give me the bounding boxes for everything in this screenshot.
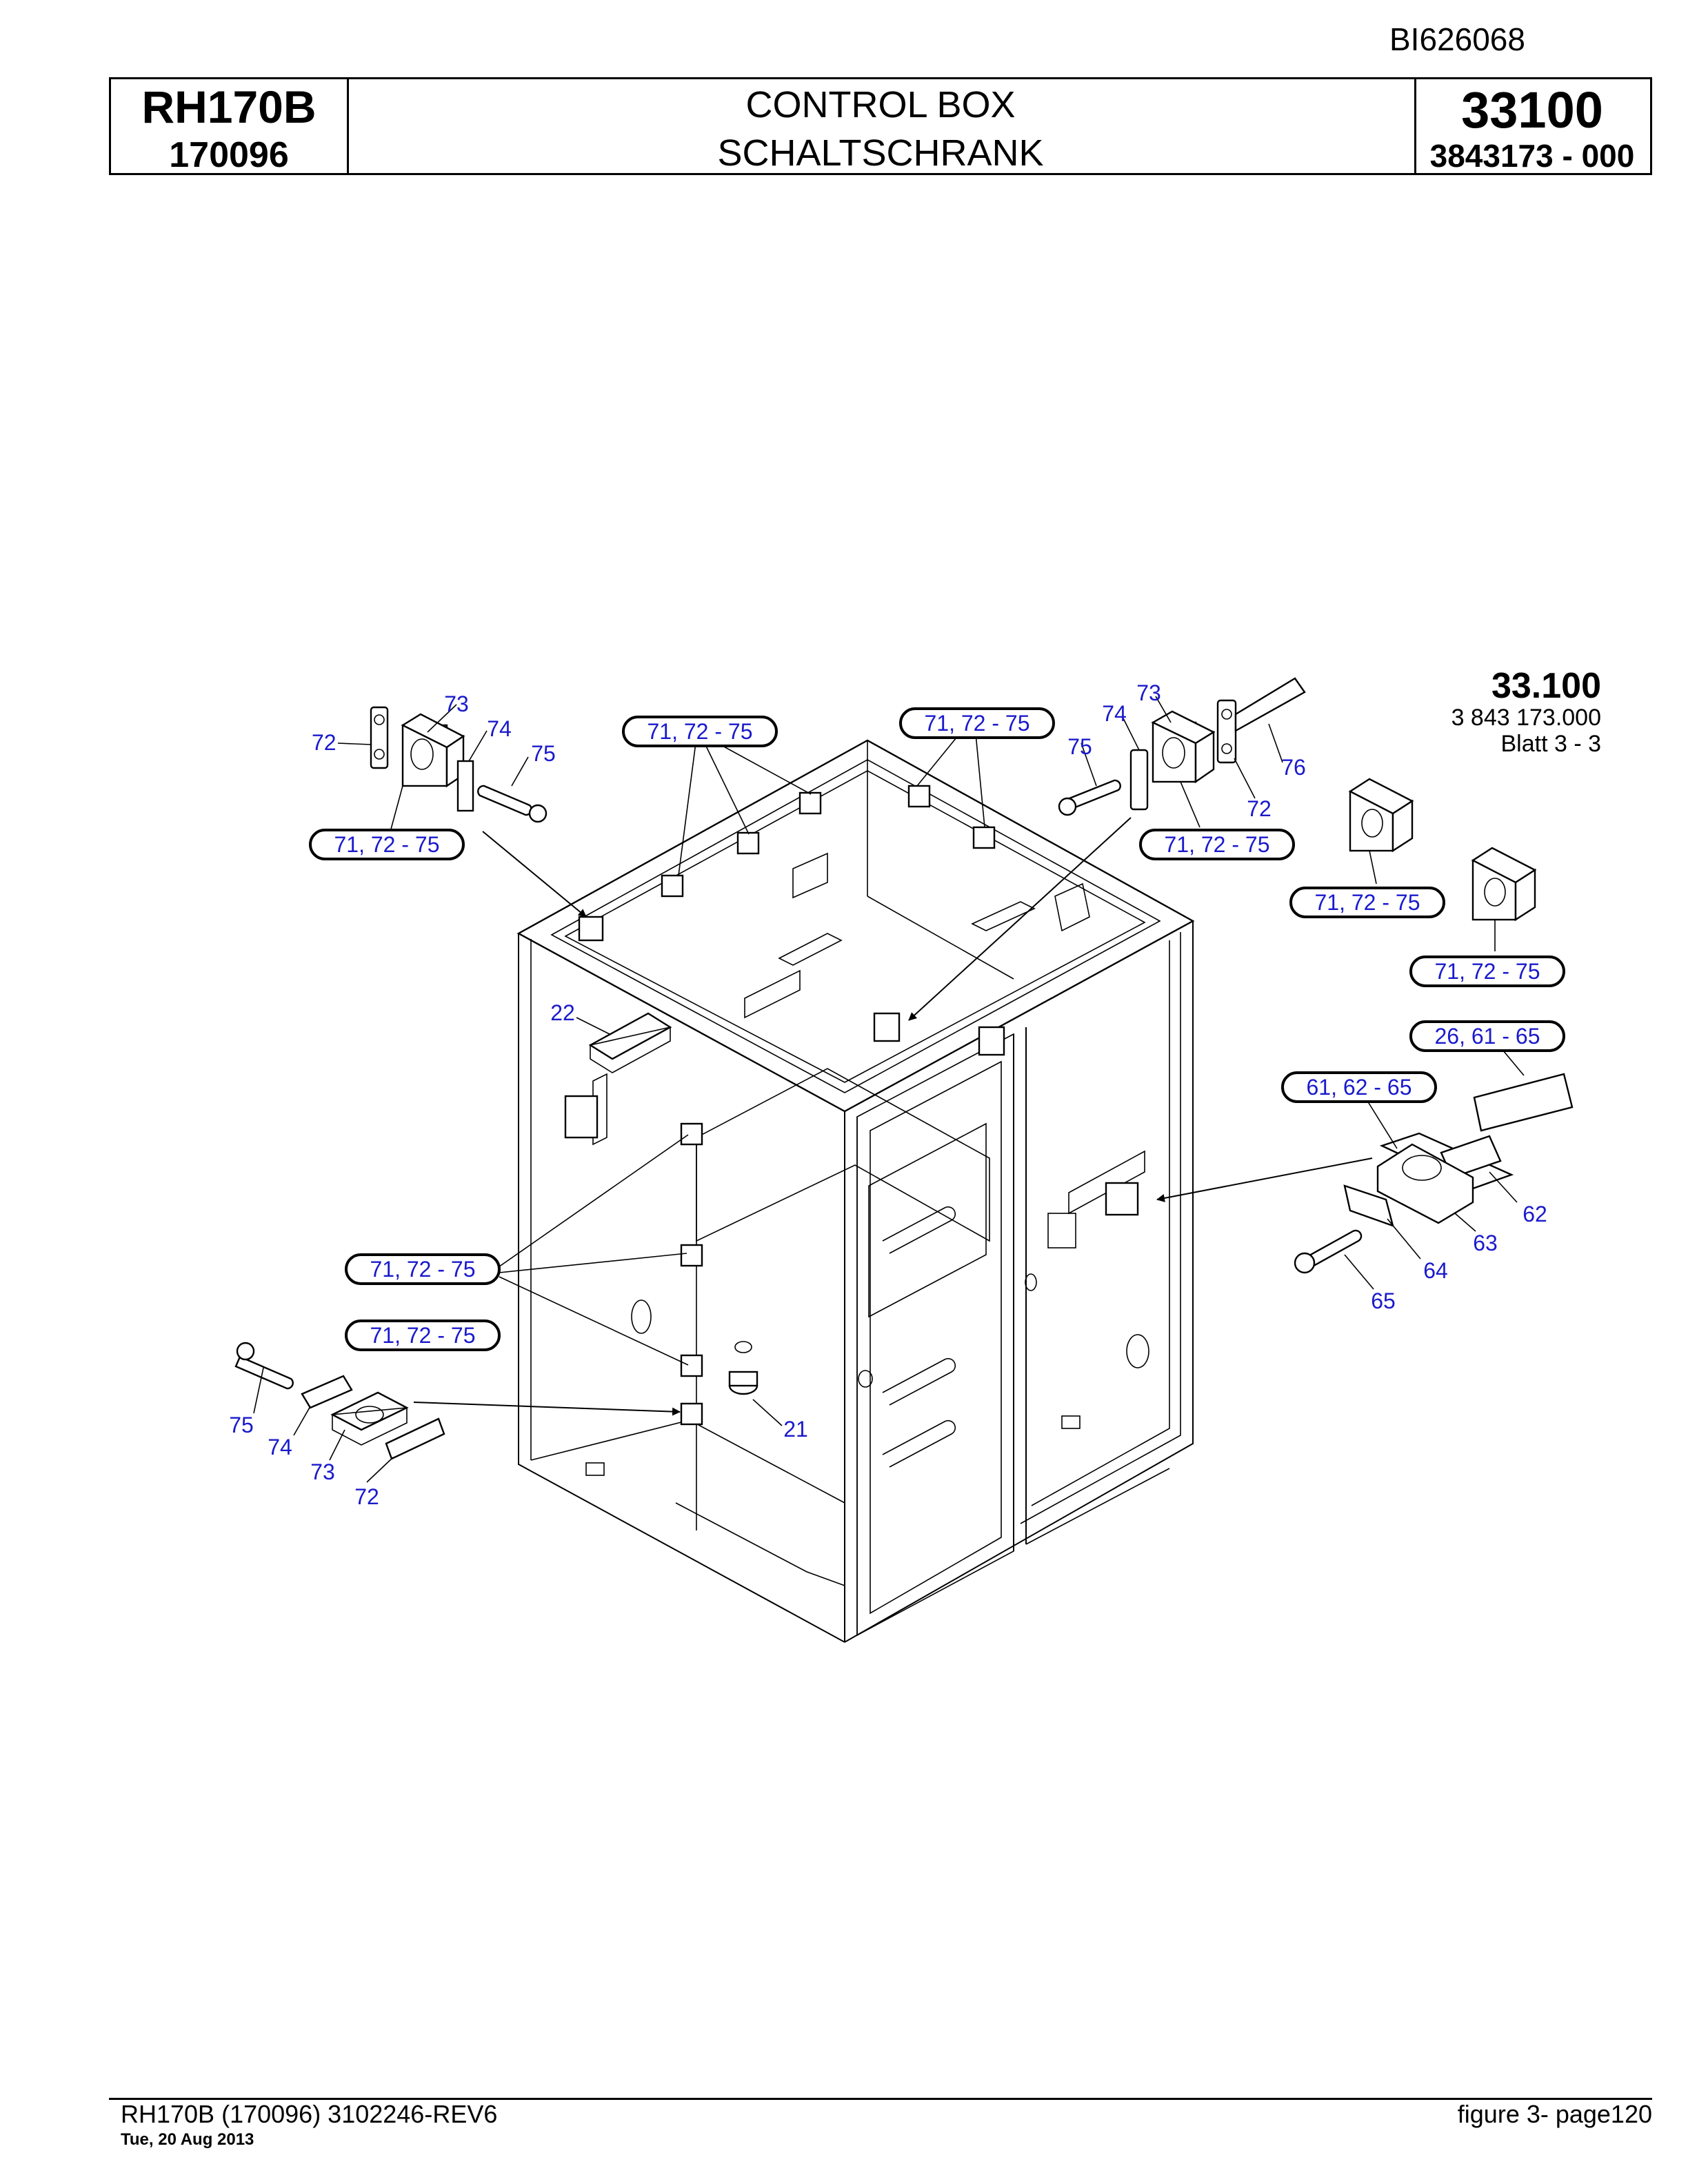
- model-cell: RH170B 170096: [111, 79, 349, 175]
- callout-text: 71, 72 - 75: [370, 1257, 476, 1282]
- callout-top-right: [899, 707, 1055, 739]
- hinge-block-right-1: [1348, 778, 1414, 853]
- callout-text: 71, 72 - 75: [370, 1323, 476, 1348]
- callout-right-block-2: [1409, 956, 1565, 987]
- label-75: 75: [229, 1413, 254, 1437]
- footer-divider: [109, 2098, 1652, 2100]
- group-number: 33100: [1461, 81, 1603, 139]
- callout-texts: 71, 72 - 75 71, 72 - 75 71, 72 - 75 71, …: [334, 711, 1540, 1348]
- control-box-exploded-diagram: 33.100 3 843 173.000 Blatt 3 - 3: [229, 666, 1601, 1643]
- footer-page-ref: figure 3- page120: [1457, 2100, 1652, 2128]
- serial-number: 170096: [169, 135, 289, 175]
- callout-top-left: [309, 829, 465, 860]
- callout-top-center: [622, 716, 778, 747]
- callout-text: 26, 61 - 65: [1435, 1024, 1540, 1049]
- label-72: 72: [312, 730, 336, 755]
- callout-right-block-1: [1289, 887, 1445, 918]
- footer-date: Tue, 20 Aug 2013: [121, 2130, 254, 2149]
- callout-text: 71, 72 - 75: [1435, 959, 1540, 984]
- group-cell: 33100 3843173 - 000: [1414, 79, 1650, 174]
- label-21: 21: [783, 1417, 808, 1442]
- drawing-ref-sheet: Blatt 3 - 3: [1500, 731, 1601, 757]
- callout-text: 71, 72 - 75: [1165, 832, 1270, 857]
- label-73: 73: [1136, 680, 1161, 705]
- label-63: 63: [1473, 1231, 1498, 1255]
- hinge-assembly-top-left: [370, 706, 547, 823]
- part-number: 3843173 - 000: [1429, 138, 1635, 174]
- hinge-assembly-bottom-left: [234, 1342, 445, 1460]
- label-76: 76: [1281, 755, 1306, 780]
- part-labels: 73 72 74 75 73 74 75 76 72 22 21 62 63 6…: [229, 680, 1547, 1509]
- callout-right-hinge: [1139, 829, 1295, 860]
- callout-text: 71, 72 - 75: [925, 711, 1030, 736]
- label-74: 74: [1102, 701, 1127, 726]
- title-german: SCHALTSCHRANK: [717, 132, 1044, 174]
- label-62: 62: [1523, 1202, 1547, 1226]
- label-22: 22: [550, 1000, 575, 1025]
- cabinet-frame: [516, 739, 1195, 1643]
- callout-lock-61: [1281, 1071, 1437, 1103]
- label-72: 72: [354, 1484, 379, 1509]
- callout-text: 71, 72 - 75: [1315, 890, 1420, 915]
- label-74: 74: [487, 716, 512, 741]
- label-75: 75: [531, 741, 556, 766]
- callout-lock-26: [1409, 1020, 1565, 1052]
- mounting-blocks: [564, 785, 1139, 1426]
- label-73: 73: [444, 691, 469, 716]
- leader-lines: [253, 696, 1525, 1483]
- label-74: 74: [268, 1435, 292, 1459]
- title-cell: CONTROL BOX SCHALTSCHRANK: [347, 79, 1416, 174]
- callout-left-hinges: [345, 1253, 501, 1285]
- footer-document-ref: RH170B (170096) 3102246-REV6: [121, 2100, 498, 2128]
- model-name: RH170B: [141, 81, 316, 132]
- label-65: 65: [1371, 1288, 1396, 1313]
- label-73: 73: [310, 1459, 335, 1484]
- hinge-block-right-2: [1471, 847, 1537, 922]
- drawing-ref-title: 33.100: [1491, 666, 1601, 706]
- title-english: CONTROL BOX: [745, 84, 1016, 125]
- document-id: BI626068: [1389, 21, 1525, 57]
- lock-assembly-right: [1294, 1073, 1574, 1274]
- label-75: 75: [1067, 734, 1092, 759]
- callout-text: 71, 72 - 75: [647, 719, 753, 744]
- callout-text: 61, 62 - 65: [1307, 1075, 1412, 1100]
- callout-pills: [309, 707, 1565, 1351]
- drawing-ref-number: 3 843 173.000: [1451, 705, 1601, 731]
- label-64: 64: [1423, 1258, 1448, 1283]
- callout-bottom-left: [345, 1320, 501, 1351]
- callout-text: 71, 72 - 75: [334, 832, 440, 857]
- title-block: RH170B 170096 CONTROL BOX SCHALTSCHRANK …: [109, 77, 1652, 175]
- label-72: 72: [1247, 796, 1272, 821]
- hinge-assembly-top-right: [1058, 677, 1306, 816]
